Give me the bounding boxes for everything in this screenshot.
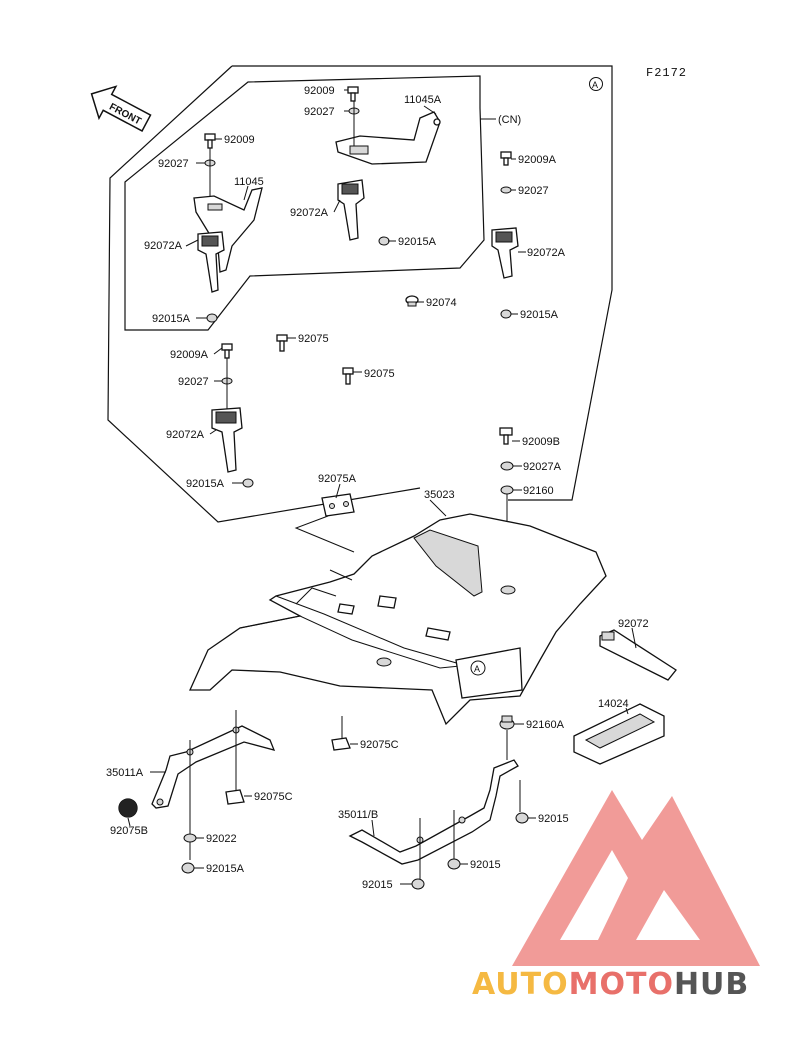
part-label: 92160A	[526, 719, 565, 731]
part-label: 92072A	[144, 240, 183, 252]
part-label: 92015	[538, 813, 569, 825]
nut-92015A-left	[206, 313, 218, 323]
part-label: 92009B	[522, 436, 560, 448]
part-label: 35011A	[106, 767, 144, 779]
part-label: 11045A	[404, 94, 442, 106]
figure-code: F2172	[646, 66, 687, 80]
nut-92015A-lower	[242, 478, 254, 488]
clamp-92072A-left	[197, 231, 225, 293]
sub-assembly-frame	[124, 75, 485, 331]
svg-text:A: A	[592, 80, 598, 90]
part-label: 92072	[618, 618, 649, 630]
part-label: 92075	[364, 368, 395, 380]
part-label: 92009	[224, 134, 255, 146]
part-label: 14024	[598, 698, 629, 710]
part-label: 92015	[362, 879, 393, 891]
grommet-92160	[500, 485, 514, 495]
plate-92075A	[321, 493, 355, 517]
part-label: 92015	[470, 859, 501, 871]
assembly-frame	[107, 65, 613, 523]
nut-92015-center	[447, 858, 461, 870]
part-label: 92160	[523, 485, 554, 497]
part-label: 92075C	[360, 739, 399, 751]
bolt-92009B	[499, 427, 513, 445]
strap-92072	[599, 629, 677, 681]
part-label: 92015A	[520, 309, 559, 321]
part-label: 92027	[518, 185, 549, 197]
washer-92022	[183, 833, 197, 843]
washer-92027-right	[500, 186, 512, 194]
nut-92015-bottom	[411, 878, 425, 890]
part-label: 92009	[304, 85, 335, 97]
nut-92015A-right	[500, 309, 512, 319]
cn-note: (CN)	[498, 114, 521, 126]
grommet-92160A	[499, 715, 515, 730]
screw-92075-b	[342, 367, 354, 385]
washer-92027A	[500, 461, 514, 471]
bolt-92009-top	[347, 86, 359, 102]
watermark-text: AUTOMOTOHUB	[472, 967, 749, 1002]
clip-92075C-left	[225, 789, 245, 805]
watermark-logo-icon	[512, 790, 760, 966]
rear-fender-35023: A	[188, 513, 607, 726]
part-label: 92022	[206, 833, 237, 845]
clamp-92072A-lower	[211, 407, 243, 473]
screw-92075-a	[276, 334, 288, 352]
clip-92075C-mid	[331, 737, 351, 751]
bracket-11045A	[335, 111, 441, 165]
clamp-92072A-right	[491, 227, 519, 279]
part-label: 92072A	[527, 247, 566, 259]
bolt-92009-left	[204, 133, 216, 149]
part-label: 92015A	[206, 863, 245, 875]
part-label: 92009A	[170, 349, 209, 361]
part-label: 35011/B	[338, 809, 378, 821]
part-label: 92015A	[152, 313, 191, 325]
part-label: 92075A	[318, 473, 357, 485]
part-label: 92015A	[186, 478, 225, 490]
nut-92015-right	[515, 812, 529, 824]
part-labels: 92009 92027 11045A 92009 92027 11045 920…	[106, 85, 649, 891]
clamp-92072A-mid	[337, 179, 365, 241]
part-label: 92027	[158, 158, 189, 170]
part-label: 92075C	[254, 791, 293, 803]
bracket-11045	[193, 187, 263, 273]
cap-92074	[405, 295, 419, 307]
leader-lines	[127, 89, 637, 885]
pad-14024	[573, 703, 665, 765]
area-mark-badge: A	[589, 77, 603, 91]
cap-92075B	[118, 798, 138, 818]
part-label: 92027	[304, 106, 335, 118]
part-label: 92027A	[523, 461, 562, 473]
part-label: 35023	[424, 489, 455, 501]
part-label: 92072A	[166, 429, 205, 441]
bolt-92009A-right	[500, 151, 512, 166]
svg-text:A: A	[474, 664, 480, 674]
part-label: 92015A	[398, 236, 437, 248]
part-label: 92075	[298, 333, 329, 345]
part-label: 92009A	[518, 154, 557, 166]
nut-92015A-mid	[378, 236, 390, 246]
front-arrow-icon: FRONT	[90, 85, 152, 132]
bracket-35011B	[348, 759, 519, 865]
bracket-35011A	[151, 725, 276, 809]
part-label: 92027	[178, 376, 209, 388]
bolt-92009A-lower	[221, 343, 233, 359]
nut-92015A-bottom	[181, 862, 195, 874]
part-label: 92074	[426, 297, 457, 309]
part-label: 92075B	[110, 825, 148, 837]
part-label: 92072A	[290, 207, 329, 219]
part-label: 11045	[234, 176, 264, 188]
